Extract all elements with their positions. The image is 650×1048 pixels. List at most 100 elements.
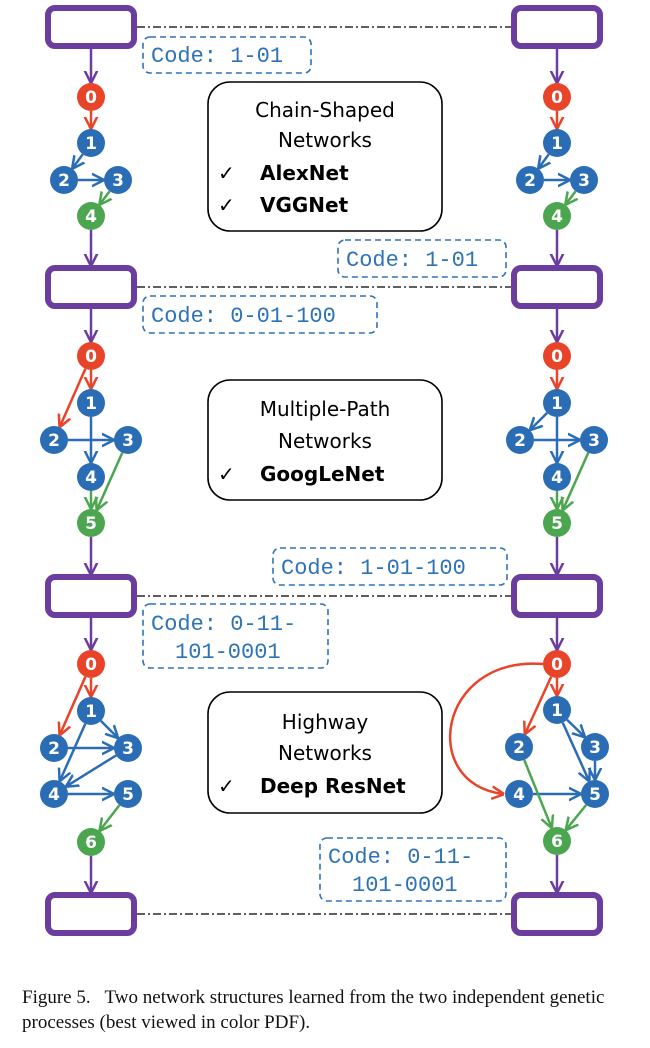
code-text: Code: 1-01: [346, 248, 478, 273]
node-circle: [543, 696, 571, 724]
node-5: 5: [581, 780, 609, 808]
node-label: 6: [85, 833, 97, 853]
edge-5-6: [100, 804, 121, 830]
code-box-stage1-left: Code: 1-01: [142, 36, 312, 74]
node-label: 3: [122, 431, 134, 451]
node-label: 1: [551, 394, 563, 414]
code-text: Code: 1-01-100: [281, 556, 466, 581]
layer-block-right: [511, 892, 603, 936]
node-circle: [516, 166, 544, 194]
node-label: 0: [551, 88, 563, 108]
node-0: 0: [543, 83, 571, 111]
layer-block-left: [45, 892, 137, 936]
node-label: 2: [48, 739, 60, 759]
node-3: 3: [104, 166, 132, 194]
code-text: Code: 0-11-: [151, 612, 296, 637]
node-5: 5: [114, 780, 142, 808]
node-4: 4: [40, 780, 68, 808]
node-label: 4: [85, 468, 97, 488]
code-box-stage2-right: Code: 1-01-100: [272, 547, 508, 586]
node-6: 6: [77, 828, 105, 856]
node-circle: [505, 733, 533, 761]
node-circle: [570, 166, 598, 194]
edge-1-2: [539, 153, 549, 168]
node-circle: [77, 83, 105, 111]
code-text: 101-0001: [175, 640, 281, 665]
layer-block-left: [45, 5, 137, 49]
node-label: 3: [578, 171, 590, 191]
edge-2-6: [523, 759, 551, 827]
label-box-chain-shaped: Chain-Shaped Networks ✓ AlexNet ✓ VGGNet: [207, 81, 443, 232]
edge-0-2: [60, 676, 87, 734]
node-1: 1: [77, 129, 105, 157]
node-circle: [114, 426, 142, 454]
node-label: 2: [513, 738, 525, 758]
code-text: 101-0001: [352, 873, 458, 898]
node-label: 3: [122, 739, 134, 759]
node-label: 3: [588, 431, 600, 451]
check-icon: ✓: [218, 161, 235, 185]
node-label: 5: [589, 785, 601, 805]
node-circle: [40, 426, 68, 454]
node-label: 4: [48, 785, 60, 805]
node-2: 2: [50, 166, 78, 194]
label-title: Networks: [278, 429, 372, 453]
edge-3-4: [100, 190, 110, 204]
node-1: 1: [543, 389, 571, 417]
figure-label: Figure 5.: [22, 987, 91, 1008]
node-circle: [114, 780, 142, 808]
node-0: 0: [77, 83, 105, 111]
node-label: 2: [58, 171, 70, 191]
node-circle: [77, 509, 105, 537]
edge-3-4: [566, 190, 576, 204]
node-circle: [543, 389, 571, 417]
edge-1-5: [561, 722, 589, 781]
node-circle: [543, 342, 571, 370]
code-box-stage1-right: Code: 1-01: [337, 239, 507, 278]
node-label: 2: [524, 171, 536, 191]
node-circle: [543, 650, 571, 678]
node-2: 2: [506, 426, 534, 454]
node-4: 4: [505, 780, 533, 808]
node-1: 1: [543, 129, 571, 157]
node-label: 5: [551, 514, 563, 534]
node-label: 0: [85, 88, 97, 108]
node-0: 0: [77, 650, 105, 678]
node-label: 4: [513, 785, 525, 805]
label-box-highway: Highway Networks ✓ Deep ResNet: [207, 691, 443, 814]
node-2: 2: [505, 733, 533, 761]
node-circle: [580, 426, 608, 454]
node-3: 3: [570, 166, 598, 194]
edge-3-4: [67, 754, 117, 786]
node-3: 3: [580, 426, 608, 454]
node-circle: [581, 780, 609, 808]
node-circle: [77, 342, 105, 370]
node-label: 2: [48, 431, 60, 451]
node-circle: [543, 202, 571, 230]
check-icon: ✓: [218, 462, 235, 486]
edge-1-2: [531, 412, 548, 429]
node-0: 0: [77, 342, 105, 370]
edge-0-2: [525, 676, 553, 734]
node-0: 0: [543, 650, 571, 678]
node-4: 4: [543, 463, 571, 491]
edge-0-4: [448, 662, 544, 794]
node-1: 1: [543, 696, 571, 724]
node-1: 1: [77, 697, 105, 725]
node-circle: [77, 463, 105, 491]
edge-3-5: [97, 452, 124, 510]
stage-links: [91, 49, 557, 892]
label-title: Networks: [278, 741, 372, 765]
label-title: Networks: [278, 128, 372, 152]
layer-block-left: [45, 574, 137, 618]
node-label: 1: [85, 394, 97, 414]
node-5: 5: [77, 509, 105, 537]
node-4: 4: [77, 463, 105, 491]
node-0: 0: [543, 342, 571, 370]
node-circle: [543, 83, 571, 111]
label-box-multiple-path: Multiple-Path Networks ✓ GoogLeNet: [207, 379, 443, 501]
code-text: Code: 0-11-: [328, 845, 473, 870]
node-circle: [506, 426, 534, 454]
